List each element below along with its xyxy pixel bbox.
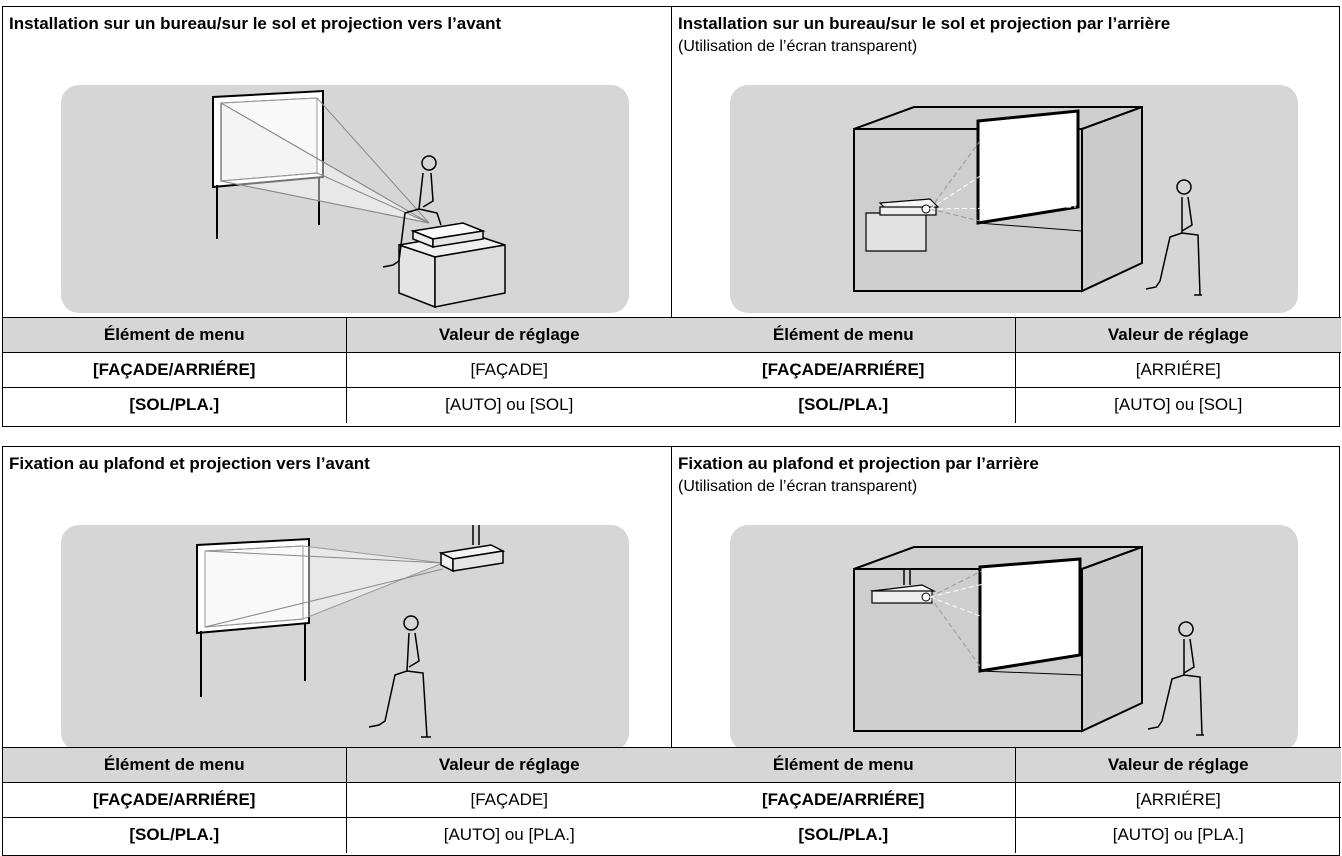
menu-item-cell: [SOL/PLA.]	[672, 387, 1016, 423]
setting-value-cell: [AUTO] ou [SOL]	[1014, 387, 1341, 423]
setting-value-cell: [AUTO] ou [PLA.]	[345, 817, 672, 853]
panel-figure-area: Installation sur un bureau/sur le sol et…	[3, 7, 671, 317]
ceiling-rear-projection-illustration	[730, 525, 1298, 751]
setting-value-cell: [AUTO] ou [SOL]	[345, 387, 672, 423]
column-header-setting-value: Valeur de réglage	[1014, 747, 1341, 783]
floor-rear-projection-image	[853, 105, 1202, 296]
setting-value-cell: [AUTO] ou [PLA.]	[1014, 817, 1341, 853]
ceiling-rear-projection-image	[853, 545, 1204, 736]
column-header-setting-value: Valeur de réglage	[345, 317, 672, 353]
column-header-menu-item: Élément de menu	[672, 747, 1016, 783]
column-header-menu-item: Élément de menu	[3, 317, 347, 353]
setting-value-cell: [ARRIÉRE]	[1014, 782, 1341, 818]
table-row: [SOL/PLA.] [AUTO] ou [PLA.]	[3, 817, 672, 853]
menu-item-cell: [FAÇADE/ARRIÉRE]	[3, 352, 347, 388]
column-header-menu-item: Élément de menu	[672, 317, 1016, 353]
column-header-menu-item: Élément de menu	[3, 747, 347, 783]
settings-table: Élément de menu Valeur de réglage [FAÇAD…	[3, 317, 672, 423]
floor-front-projection-image	[212, 89, 506, 309]
menu-item-cell: [FAÇADE/ARRIÉRE]	[3, 782, 347, 818]
menu-item-cell: [SOL/PLA.]	[3, 387, 347, 423]
table-header-row: Élément de menu Valeur de réglage	[3, 747, 672, 783]
panel-floor-rear: Installation sur un bureau/sur le sol et…	[672, 7, 1341, 423]
setting-value-cell: [FAÇADE]	[345, 782, 672, 818]
ceiling-front-projection-illustration	[61, 525, 629, 751]
installation-bottom-block: Fixation au plafond et projection vers l…	[2, 446, 1341, 856]
column-header-setting-value: Valeur de réglage	[345, 747, 672, 783]
panel-figure-area: Installation sur un bureau/sur le sol et…	[672, 7, 1341, 317]
settings-table: Élément de menu Valeur de réglage [FAÇAD…	[672, 747, 1341, 853]
panel-ceiling-rear: Fixation au plafond et projection par l’…	[672, 447, 1341, 853]
panel-figure-area: Fixation au plafond et projection vers l…	[3, 447, 671, 751]
panel-title: Installation sur un bureau/sur le sol et…	[9, 14, 502, 33]
table-row: [SOL/PLA.] [AUTO] ou [SOL]	[3, 387, 672, 423]
panel-subtitle: (Utilisation de l’écran transparent)	[678, 38, 918, 55]
table-header-row: Élément de menu Valeur de réglage	[672, 317, 1341, 353]
setting-value-cell: [ARRIÉRE]	[1014, 352, 1341, 388]
table-row: [FAÇADE/ARRIÉRE] [FAÇADE]	[3, 352, 672, 388]
table-header-row: Élément de menu Valeur de réglage	[3, 317, 672, 353]
menu-item-cell: [SOL/PLA.]	[3, 817, 347, 853]
panel-ceiling-front: Fixation au plafond et projection vers l…	[3, 447, 672, 853]
menu-item-cell: [FAÇADE/ARRIÉRE]	[672, 352, 1016, 388]
floor-front-projection-illustration	[61, 85, 629, 313]
panel-figure-area: Fixation au plafond et projection par l’…	[672, 447, 1341, 751]
table-row: [FAÇADE/ARRIÉRE] [FAÇADE]	[3, 782, 672, 818]
table-row: [SOL/PLA.] [AUTO] ou [PLA.]	[672, 817, 1341, 853]
installation-top-block: Installation sur un bureau/sur le sol et…	[2, 6, 1341, 427]
panel-title: Fixation au plafond et projection vers l…	[9, 454, 370, 473]
menu-item-cell: [FAÇADE/ARRIÉRE]	[672, 782, 1016, 818]
setting-value-cell: [FAÇADE]	[345, 352, 672, 388]
panel-floor-front: Installation sur un bureau/sur le sol et…	[3, 7, 672, 423]
settings-table: Élément de menu Valeur de réglage [FAÇAD…	[3, 747, 672, 853]
panel-subtitle: (Utilisation de l’écran transparent)	[678, 478, 918, 495]
menu-item-cell: [SOL/PLA.]	[672, 817, 1016, 853]
floor-rear-projection-illustration	[730, 85, 1298, 313]
column-header-setting-value: Valeur de réglage	[1014, 317, 1341, 353]
table-header-row: Élément de menu Valeur de réglage	[672, 747, 1341, 783]
table-row: [FAÇADE/ARRIÉRE] [ARRIÉRE]	[672, 352, 1341, 388]
panel-title: Installation sur un bureau/sur le sol et…	[678, 14, 1171, 33]
ceiling-front-projection-image	[196, 525, 506, 738]
settings-table: Élément de menu Valeur de réglage [FAÇAD…	[672, 317, 1341, 423]
table-row: [FAÇADE/ARRIÉRE] [ARRIÉRE]	[672, 782, 1341, 818]
table-row: [SOL/PLA.] [AUTO] ou [SOL]	[672, 387, 1341, 423]
panel-title: Fixation au plafond et projection par l’…	[678, 454, 1039, 473]
